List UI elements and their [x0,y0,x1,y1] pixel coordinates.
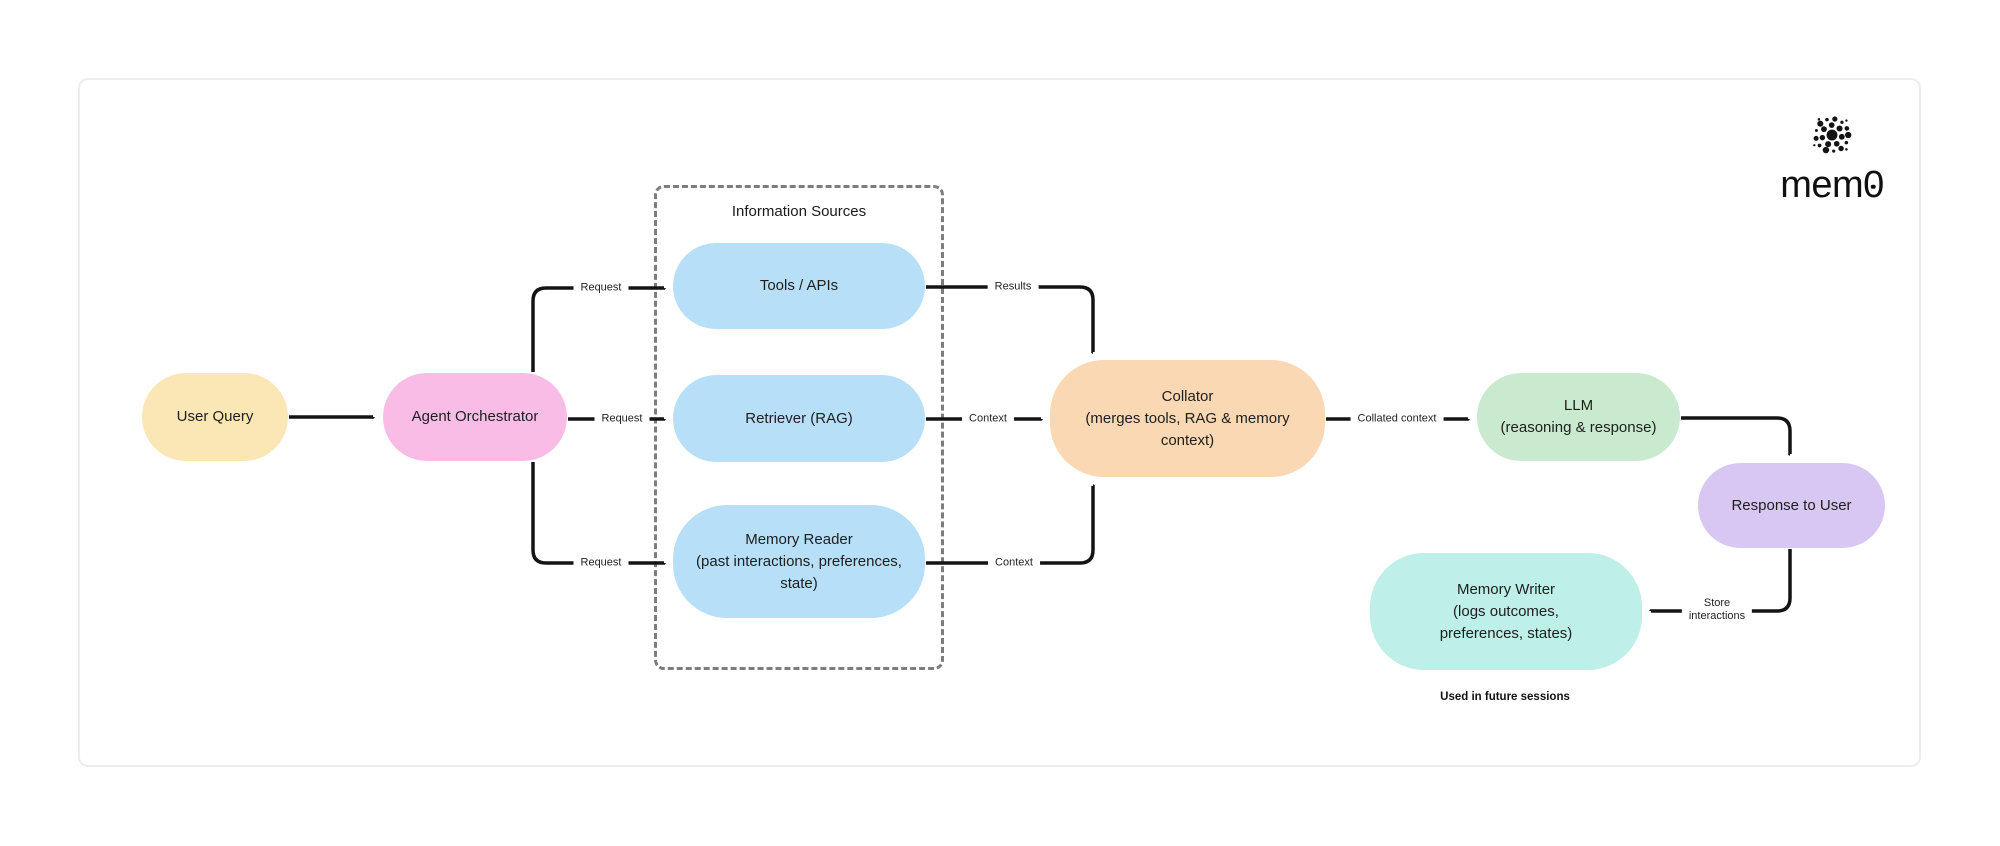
arrow-memoryreader-to-collator [926,486,1093,565]
node-llm: LLM (reasoning & response) [1477,373,1680,461]
node-agent-orchestrator-label: Agent Orchestrator [411,408,539,425]
edge-label-context-mid: Context [962,410,1014,428]
mem0-wordmark: mem0 [1780,166,1884,204]
node-memory-reader-line2: (past interactions, preferences, [696,552,902,570]
node-collator-line3: context) [1160,431,1215,449]
node-user-query: User Query [142,373,288,461]
mem0-dots-icon [1813,116,1852,154]
node-response-to-user-label: Response to User [1731,496,1852,514]
node-memory-writer-line1: Memory Writer [1456,580,1556,598]
mem0-logo: mem0 [1770,112,1894,204]
node-memory-writer-line2: (logs outcomes, [1453,602,1559,620]
node-retriever-label: Retriever (RAG) [745,409,853,427]
edge-label-collated-context: Collated context [1350,410,1444,428]
node-memory-reader-line1: Memory Reader [745,530,853,548]
edge-label-store-line2: interactions [1688,610,1746,622]
node-llm-line2: (reasoning & response) [1500,419,1657,436]
information-sources-group [654,185,944,670]
node-agent-orchestrator: Agent Orchestrator [383,373,567,461]
future-sessions-note: Used in future sessions [1440,691,1570,703]
arrow-tools-to-collator [926,285,1095,352]
information-sources-title: Information Sources [731,203,867,220]
edge-label-request-mid: Request [594,410,650,428]
edge-label-store-interactions: Store interactions [1681,595,1753,625]
node-memory-writer-line3: preferences, states) [1439,624,1573,642]
node-collator-line1: Collator [1161,387,1214,405]
node-collator: Collator (merges tools, RAG & memory con… [1050,360,1325,477]
edge-label-request-top: Request [573,279,629,297]
edge-label-results: Results [987,278,1039,296]
node-memory-reader: Memory Reader (past interactions, prefer… [673,505,925,618]
arrow-orchestrator-to-memoryreader [531,462,664,563]
node-memory-writer: Memory Writer (logs outcomes, preference… [1370,553,1642,670]
node-llm-line1: LLM [1563,397,1594,414]
arrow-llm-to-response [1681,416,1792,454]
node-tools-apis-label: Tools / APIs [759,277,839,294]
mem0-wordmark-prefix: mem [1780,164,1864,206]
node-tools-apis: Tools / APIs [673,243,925,329]
node-user-query-label: User Query [176,408,254,425]
node-retriever: Retriever (RAG) [673,375,925,462]
edge-label-context-bottom: Context [988,554,1040,572]
edge-label-store-line1: Store [1703,597,1731,609]
node-memory-reader-line3: state) [780,574,818,592]
arrow-orchestrator-to-tools [531,286,664,372]
edge-label-request-bottom: Request [573,554,629,572]
node-response-to-user: Response to User [1698,463,1885,548]
arrow-response-to-memorywriter [1651,549,1792,613]
node-collator-line2: (merges tools, RAG & memory [1085,409,1290,427]
mem0-wordmark-zero: 0 [1863,164,1884,206]
